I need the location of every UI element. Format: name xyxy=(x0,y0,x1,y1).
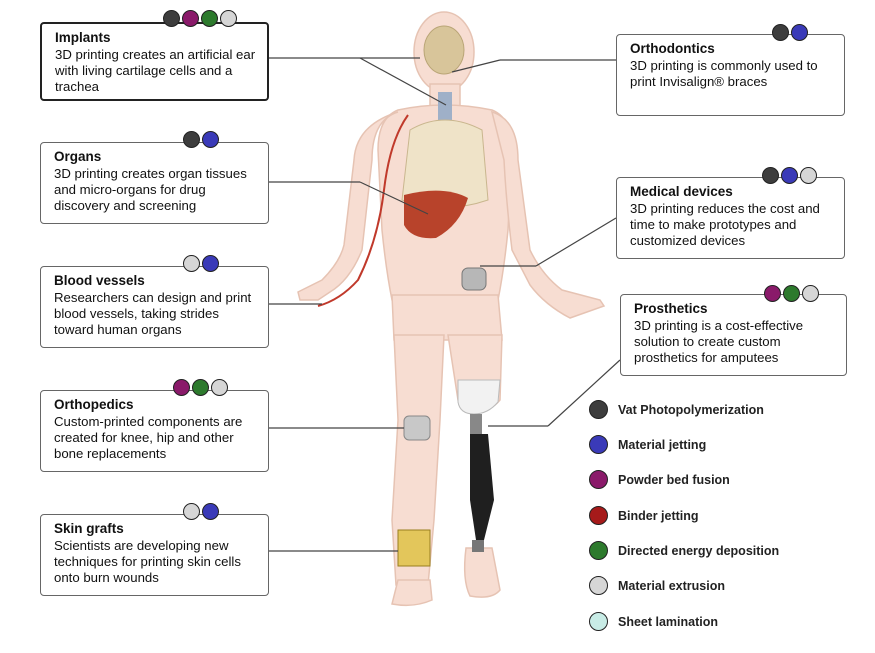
dot-extrusion xyxy=(220,10,237,27)
medical-device xyxy=(461,267,487,291)
card-organs-title: Organs xyxy=(54,149,102,164)
dot-vat xyxy=(163,10,180,27)
dots-prosthetics xyxy=(764,285,819,302)
card-skin-desc: Scientists are developing new techniques… xyxy=(54,538,241,585)
legend-label-jetting: Material jetting xyxy=(618,437,707,452)
dot-powder xyxy=(173,379,190,396)
arm-right-shape xyxy=(490,110,606,319)
foot-right-shape xyxy=(463,547,501,598)
dots-blood xyxy=(183,255,219,272)
legend-item-sheet: Sheet lamination xyxy=(589,612,718,631)
legend-dot-energy xyxy=(589,541,608,560)
dot-powder xyxy=(182,10,199,27)
card-skin-grafts: Skin grafts Scientists are developing ne… xyxy=(40,514,269,596)
card-implants-title: Implants xyxy=(55,30,111,45)
line-implants-trachea xyxy=(359,57,447,106)
card-organs-desc: 3D printing creates organ tissues and mi… xyxy=(54,166,247,213)
card-ortho-title: Orthopedics xyxy=(54,397,134,412)
dot-extrusion xyxy=(800,167,817,184)
card-orthodontics-title: Orthodontics xyxy=(630,41,715,56)
legend-label-sheet: Sheet lamination xyxy=(618,614,719,629)
vessel-path xyxy=(317,114,409,307)
dot-jetting xyxy=(781,167,798,184)
trachea-shape xyxy=(438,92,452,122)
card-blood-title: Blood vessels xyxy=(54,273,145,288)
line-orthodontics-2 xyxy=(451,59,501,73)
legend-item-energy: Directed energy deposition xyxy=(589,541,779,560)
legend-label-extrusion: Material extrusion xyxy=(618,578,725,593)
card-skin-title: Skin grafts xyxy=(54,521,124,536)
prosthetic-connector xyxy=(470,414,482,434)
card-blood-vessels: Blood vessels Researchers can design and… xyxy=(40,266,269,348)
legend-item-jetting: Material jetting xyxy=(589,435,706,454)
dot-vat xyxy=(183,131,200,148)
dots-devices xyxy=(762,167,817,184)
legend-dot-vat xyxy=(589,400,608,419)
knee-implant xyxy=(403,415,431,441)
dot-energy xyxy=(783,285,800,302)
dot-extrusion xyxy=(802,285,819,302)
dot-extrusion xyxy=(211,379,228,396)
legend-label-vat: Vat Photopolymerization xyxy=(618,402,764,417)
card-medical-devices: Medical devices 3D printing reduces the … xyxy=(616,177,845,259)
card-implants: Implants 3D printing creates an artifici… xyxy=(40,22,269,101)
legend-label-powder: Powder bed fusion xyxy=(618,472,730,487)
card-orthopedics: Orthopedics Custom-printed components ar… xyxy=(40,390,269,472)
card-blood-desc: Researchers can design and print blood v… xyxy=(54,290,252,337)
line-organs-2 xyxy=(359,181,429,215)
legend-dot-powder xyxy=(589,470,608,489)
dots-organs xyxy=(183,131,219,148)
prosthetic-pylon xyxy=(470,434,494,540)
card-organs: Organs 3D printing creates organ tissues… xyxy=(40,142,269,224)
legend-label-binder: Binder jetting xyxy=(618,508,699,523)
dots-orthodontics xyxy=(772,24,808,41)
dots-implants xyxy=(163,10,237,27)
dot-energy xyxy=(201,10,218,27)
skull-shape xyxy=(423,25,465,75)
dot-jetting xyxy=(791,24,808,41)
skin-graft-mesh xyxy=(397,529,431,567)
dot-jetting xyxy=(202,131,219,148)
card-orthodontics-desc: 3D printing is commonly used to print In… xyxy=(630,58,818,89)
hips-shape xyxy=(391,294,503,341)
dot-vat xyxy=(772,24,789,41)
legend-item-extrusion: Material extrusion xyxy=(589,576,725,595)
card-devices-title: Medical devices xyxy=(630,184,733,199)
card-prosthetics-title: Prosthetics xyxy=(634,301,708,316)
card-prosthetics: Prosthetics 3D printing is a cost-effect… xyxy=(620,294,847,376)
dot-jetting xyxy=(202,503,219,520)
legend-item-vat: Vat Photopolymerization xyxy=(589,400,764,419)
liver-shape xyxy=(404,190,468,239)
legend-dot-extrusion xyxy=(589,576,608,595)
card-prosthetics-desc: 3D printing is a cost-effective solution… xyxy=(634,318,804,365)
dot-powder xyxy=(764,285,781,302)
dot-energy xyxy=(192,379,209,396)
legend-dot-sheet xyxy=(589,612,608,631)
dots-skin xyxy=(183,503,219,520)
dot-extrusion xyxy=(183,503,200,520)
legend-item-binder: Binder jetting xyxy=(589,506,699,525)
legend-label-energy: Directed energy deposition xyxy=(618,543,780,558)
dot-jetting xyxy=(202,255,219,272)
dot-extrusion xyxy=(183,255,200,272)
legend-dot-jetting xyxy=(589,435,608,454)
socket-liner xyxy=(457,379,501,415)
arm-left-shape xyxy=(297,111,399,301)
card-devices-desc: 3D printing reduces the cost and time to… xyxy=(630,201,820,248)
prosthetic-ankle xyxy=(472,540,484,552)
line-prosthetics xyxy=(547,359,621,427)
legend-item-powder: Powder bed fusion xyxy=(589,470,730,489)
card-implants-desc: 3D printing creates an artificial ear wi… xyxy=(55,47,256,94)
dot-vat xyxy=(762,167,779,184)
card-ortho-desc: Custom-printed components are created fo… xyxy=(54,414,243,461)
dots-ortho xyxy=(173,379,228,396)
card-orthodontics: Orthodontics 3D printing is commonly use… xyxy=(616,34,845,116)
legend-dot-binder xyxy=(589,506,608,525)
foot-left-shape xyxy=(391,579,433,607)
line-devices xyxy=(535,217,617,267)
